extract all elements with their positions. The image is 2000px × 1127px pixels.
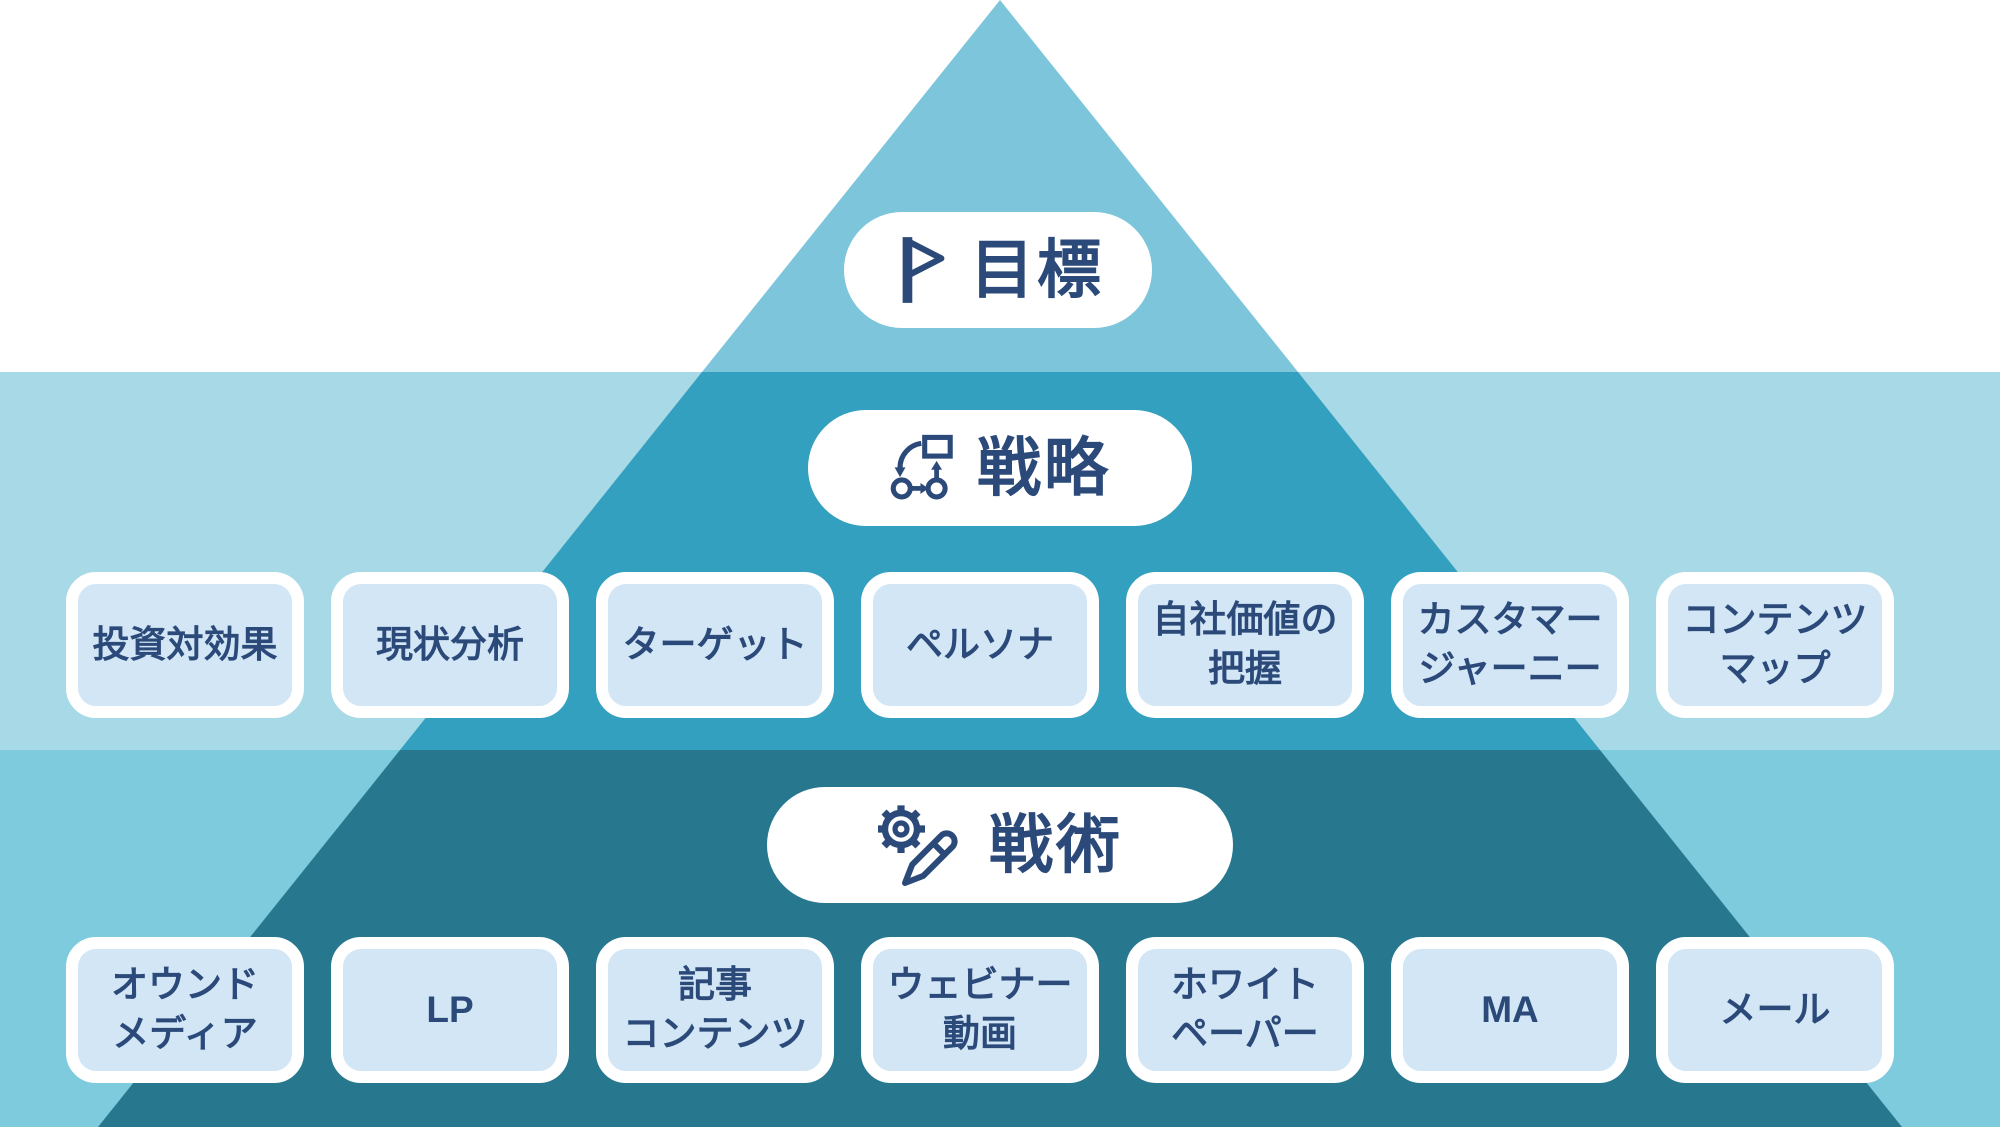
tactics-item-box: オウンド メディア <box>66 937 304 1083</box>
tactics-items-row: オウンド メディア LP 記事 コンテンツ ウェビナー 動画 ホワイト ペーパー… <box>66 937 1894 1083</box>
level-pill-strategy: 戦略 <box>808 410 1192 526</box>
tactics-item-box: 記事 コンテンツ <box>596 937 834 1083</box>
strategy-item-box: ターゲット <box>596 572 834 718</box>
strategy-item-label: 現状分析 <box>376 623 524 665</box>
strategy-item-box: カスタマー ジャーニー <box>1391 572 1629 718</box>
tactics-item-label: MA <box>1481 988 1539 1030</box>
tactics-item-box: LP <box>331 937 569 1083</box>
strategy-item-box: 自社価値の 把握 <box>1126 572 1364 718</box>
level-pill-tactics: 戦術 <box>767 787 1233 903</box>
strategy-item-box: コンテンツ マップ <box>1656 572 1894 718</box>
tactics-item-label: 記事 コンテンツ <box>622 964 808 1054</box>
tactics-item-label: LP <box>426 988 474 1030</box>
level-label-tactics: 戦術 <box>989 809 1123 881</box>
strategy-item-label: コンテンツ マップ <box>1682 599 1868 689</box>
strategy-item-box: ペルソナ <box>861 572 1099 718</box>
tactics-item-box: ウェビナー 動画 <box>861 937 1099 1083</box>
strategy-item-label: 投資対効果 <box>92 623 278 665</box>
tactics-item-box: ホワイト ペーパー <box>1126 937 1364 1083</box>
tactics-item-label: ホワイト ペーパー <box>1171 964 1319 1054</box>
strategy-item-label: 自社価値の 把握 <box>1152 599 1338 689</box>
strategy-item-box: 現状分析 <box>331 572 569 718</box>
flowchart-icon <box>890 434 953 500</box>
strategy-item-label: ペルソナ <box>906 623 1054 665</box>
tactics-item-label: メール <box>1719 988 1831 1030</box>
strategy-item-label: ターゲット <box>622 623 808 665</box>
gear-pencil-icon <box>878 805 958 886</box>
strategy-item-box: 投資対効果 <box>66 572 304 718</box>
strategy-items-row: 投資対効果 現状分析 ターゲット ペルソナ 自社価値の 把握 カスタマー ジャー… <box>66 572 1894 718</box>
tactics-item-box: MA <box>1391 937 1629 1083</box>
tactics-item-box: メール <box>1656 937 1894 1083</box>
strategy-item-label: カスタマー ジャーニー <box>1417 599 1603 689</box>
level-label-strategy: 戦略 <box>977 432 1111 504</box>
level-pill-goal: 目標 <box>844 212 1152 328</box>
tactics-item-label: オウンド メディア <box>111 964 259 1054</box>
tactics-item-label: ウェビナー 動画 <box>887 964 1073 1054</box>
flag-icon <box>902 237 945 303</box>
level-label-goal: 目標 <box>970 234 1104 306</box>
